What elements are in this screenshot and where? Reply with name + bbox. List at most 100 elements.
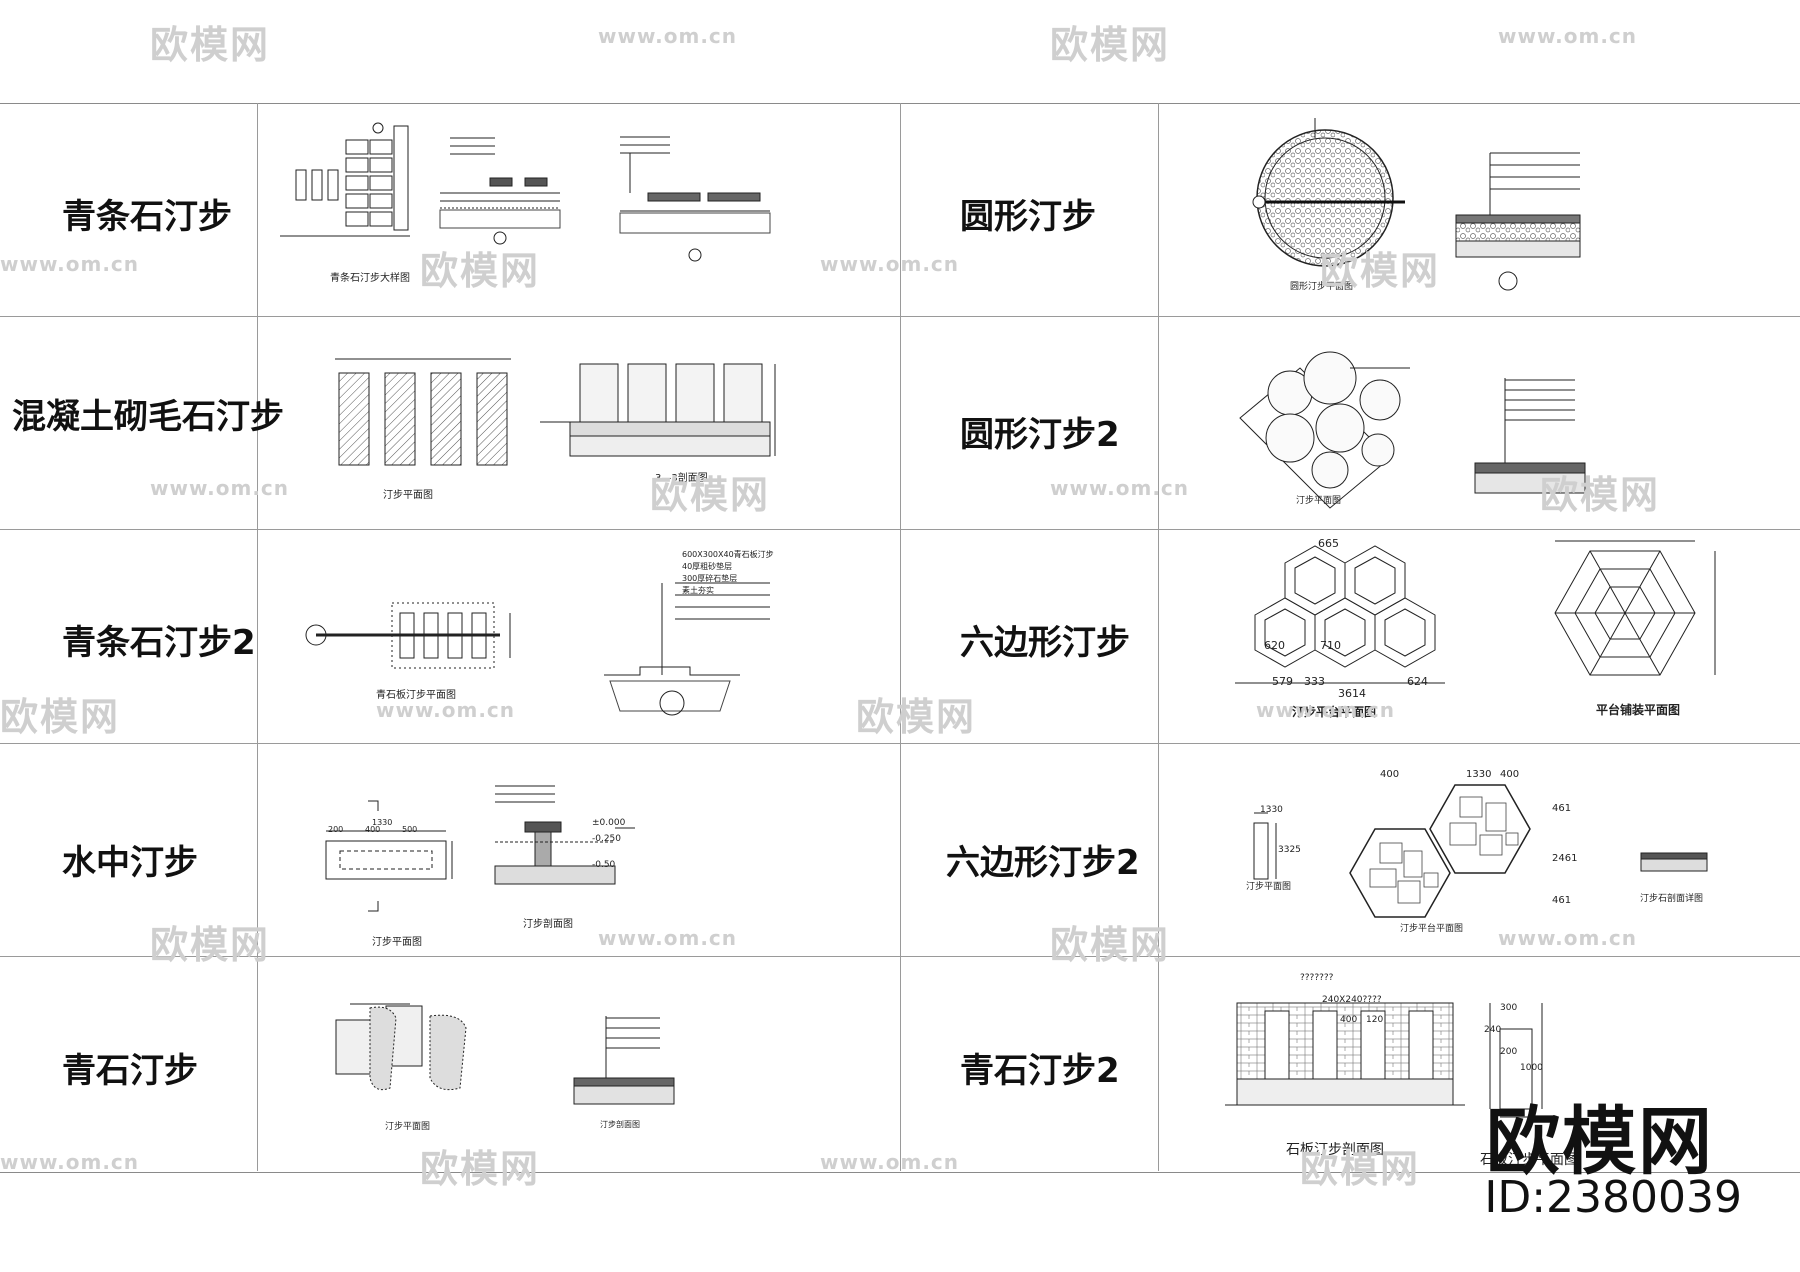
drawing-caption: 汀步平面图 (385, 1122, 431, 1132)
drawing-caption: 汀步剖面图 (600, 1120, 640, 1129)
drawing-caption: 素土夯实 (682, 586, 714, 595)
row-title: 水中汀步 (62, 843, 198, 883)
row-title: 青条石汀步 (62, 197, 232, 237)
dimension-label: 1330 (1466, 769, 1492, 780)
drawing-caption: 3—3剖面图 (655, 473, 708, 484)
dimension-label: 200 (1500, 1047, 1518, 1057)
plan-drawing (280, 122, 561, 245)
plan-drawing (335, 1003, 467, 1091)
watermark-logo: 欧模网 (1050, 923, 1171, 967)
drawing-caption: 青石板汀步平面图 (376, 690, 456, 701)
watermark-url: www.om.cn (1256, 698, 1396, 722)
dimension-label: 400 (1500, 769, 1520, 780)
elevation-label: ±0.000 (592, 818, 626, 828)
section-drawing (1640, 852, 1708, 872)
plan-drawing (335, 358, 511, 466)
watermark-logo: 欧模网 (0, 695, 121, 739)
model-id: ID:2380039 (1484, 1172, 1742, 1223)
watermark-logo: 欧模网 (1050, 23, 1171, 67)
section-drawing (1474, 378, 1586, 494)
plan-drawing (325, 800, 453, 912)
platform-plan-drawing (1349, 784, 1531, 918)
drawing-caption: 石板汀步剖面图 (1286, 1142, 1384, 1158)
dimension-label: 665 (1318, 537, 1339, 550)
dimension-label: 579 (1272, 675, 1293, 688)
drawing-caption: 600X300X40青石板汀步 (682, 550, 774, 559)
section-drawing (573, 1016, 675, 1105)
section-drawing (494, 785, 635, 885)
drawing-caption: 300厚碎石垫层 (682, 574, 738, 583)
plan-drawing (1489, 1003, 1543, 1118)
watermark-logo: 欧模网 (1540, 473, 1661, 517)
row-title: 青条石汀步2 (62, 623, 256, 663)
watermark-url: www.om.cn (0, 1150, 140, 1174)
brand-logo-text: 欧模网 (1486, 1099, 1714, 1185)
dimension-label: 1330 (372, 818, 393, 827)
watermark-url: www.om.cn (598, 24, 738, 48)
dimension-label: 624 (1407, 675, 1428, 688)
row-title: 青石汀步2 (960, 1051, 1120, 1091)
watermark-logo: 欧模网 (420, 1147, 541, 1191)
watermark-logo: 欧模网 (150, 23, 271, 67)
dimension-label: 200 (328, 825, 344, 834)
section-drawing (604, 582, 770, 716)
dimension-label: 240 (1484, 1025, 1502, 1035)
drawing-caption: 汀步石剖面详图 (1640, 894, 1704, 904)
watermark-url: www.om.cn (598, 926, 738, 950)
dimension-label: 400 (1340, 1015, 1358, 1025)
watermark-logo: 欧模网 (650, 473, 771, 517)
row-title: 青石汀步 (62, 1051, 198, 1091)
drawing-caption: 石板汀步平面图 (1480, 1152, 1578, 1168)
dimension-label: 3614 (1338, 687, 1366, 700)
dimension-label: 710 (1320, 639, 1341, 652)
dimension-label: 400 (1380, 769, 1400, 780)
watermark-url: www.om.cn (1498, 926, 1638, 950)
drawing-caption: 汀步平面图 (1246, 882, 1292, 892)
drawing-caption: 40厚粗砂垫层 (682, 562, 733, 571)
platform-plan-drawing (1554, 540, 1716, 676)
dimension-label: 500 (402, 825, 418, 834)
watermark-url: www.om.cn (820, 1150, 960, 1174)
dimension-label: 620 (1264, 639, 1285, 652)
drawing-caption: 汀步平面图 (372, 937, 422, 948)
dimension-label: 1000 (1520, 1063, 1543, 1073)
watermark-url: www.om.cn (0, 252, 140, 276)
watermark-logo: 欧模网 (150, 923, 271, 967)
drawing-caption: 汀步平台平面图 (1400, 924, 1464, 934)
row-title: 圆形汀步 (960, 197, 1096, 237)
dimension-label: 461 (1552, 895, 1572, 906)
row-title: 圆形汀步2 (960, 415, 1120, 455)
elevation-label: -0.50 (592, 860, 616, 870)
section-drawing (540, 363, 776, 457)
watermark-logo: 欧模网 (1300, 1147, 1421, 1191)
dimension-label: ??????? (1300, 973, 1334, 983)
drawing-caption: 汀步平台平面图 (1292, 705, 1377, 719)
plan-drawing (1253, 812, 1277, 880)
dimension-label: 333 (1304, 675, 1325, 688)
watermark-logo: 欧模网 (1320, 249, 1441, 293)
watermark-url: www.om.cn (1050, 476, 1190, 500)
plan-drawing (1235, 545, 1445, 684)
drawing-sheet: 青条石汀步 混凝土砌毛石汀步 青条石汀步2 水中汀步 青石汀步 圆形汀步 圆形汀… (0, 103, 1800, 1173)
plan-drawing (305, 602, 511, 669)
plan-drawing (1252, 118, 1405, 267)
dimension-label: 3325 (1278, 845, 1301, 855)
dimension-label: 240X240???? (1322, 995, 1382, 1005)
elevation-label: -0.250 (592, 834, 622, 844)
section-drawing (619, 136, 771, 262)
drawing-caption: 平台铺装平面图 (1596, 703, 1681, 717)
watermark-url: www.om.cn (376, 698, 516, 722)
watermark-url: www.om.cn (150, 476, 290, 500)
watermark-logo: 欧模网 (420, 249, 541, 293)
dimension-label: 300 (1500, 1003, 1518, 1013)
section-drawing (1455, 152, 1581, 291)
dimension-label: 1330 (1260, 805, 1283, 815)
drawing-caption: 汀步剖面图 (523, 919, 573, 930)
drawing-caption: 青条石汀步大样图 (330, 273, 410, 284)
row-title: 混凝土砌毛石汀步 (12, 397, 284, 437)
row-title: 六边形汀步2 (946, 843, 1140, 883)
dimension-label: 120 (1366, 1015, 1384, 1025)
watermark-logo: 欧模网 (856, 695, 977, 739)
drawing-caption: 圆形汀步平面图 (1290, 282, 1354, 292)
drawing-caption: 汀步平面图 (383, 490, 433, 501)
